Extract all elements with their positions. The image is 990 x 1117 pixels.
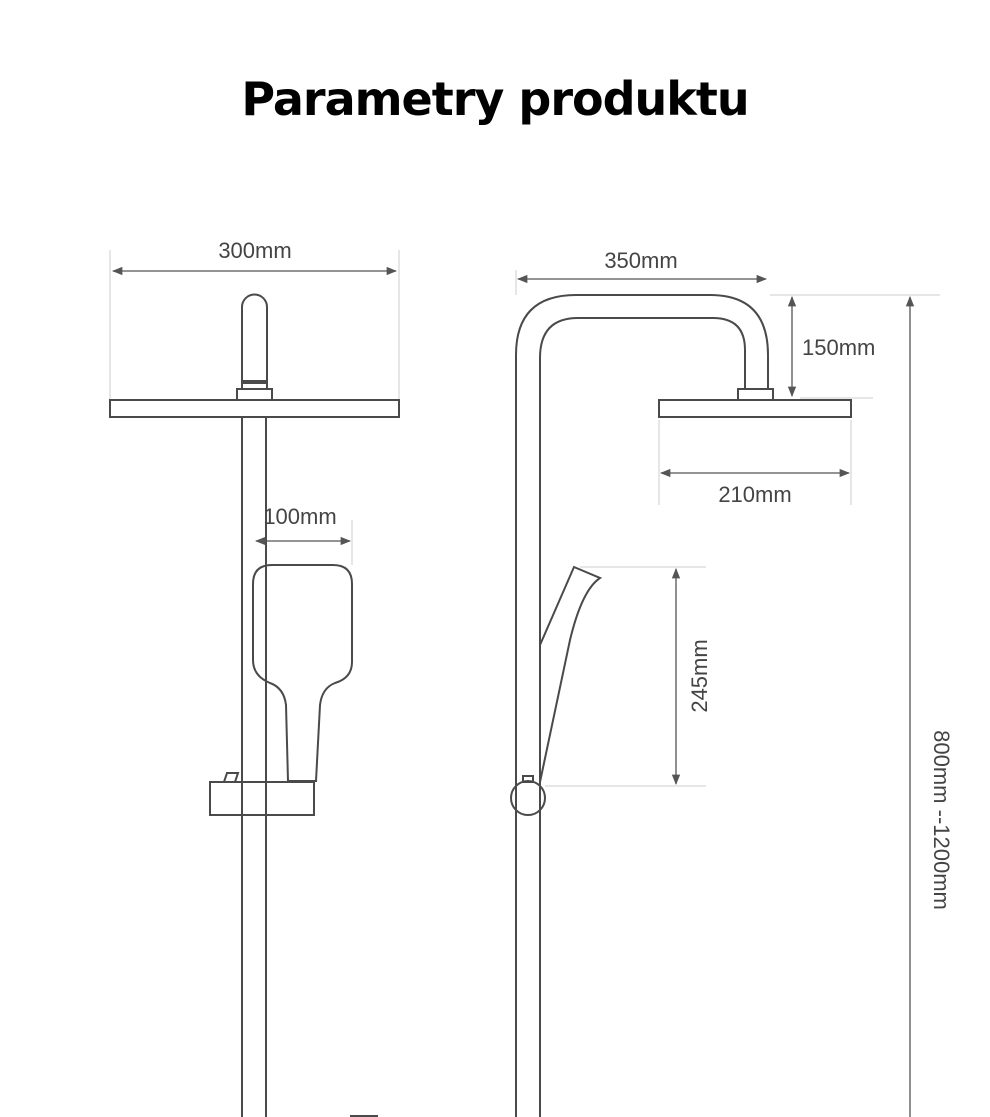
side-view: 350mm 150mm 210mm 245mm 800mm --1200mm <box>350 248 954 1117</box>
page-title: Parametry produktu <box>241 72 749 126</box>
front-view: 300mm 100mm <box>109 238 400 1117</box>
dim-210-label: 210mm <box>718 482 791 507</box>
hand-shower <box>252 564 353 782</box>
dim-height-label: 800mm --1200mm <box>929 730 954 910</box>
dim-245-label: 245mm <box>687 639 712 712</box>
dim-300-label: 300mm <box>218 238 291 263</box>
dim-150-label: 150mm <box>802 335 875 360</box>
diverter-valve <box>510 780 546 816</box>
dim-100-label: 100mm <box>263 504 336 529</box>
holder <box>209 781 315 816</box>
dim-350-label: 350mm <box>604 248 677 273</box>
side-shower-head <box>658 399 852 418</box>
rain-shower-head <box>109 399 400 418</box>
